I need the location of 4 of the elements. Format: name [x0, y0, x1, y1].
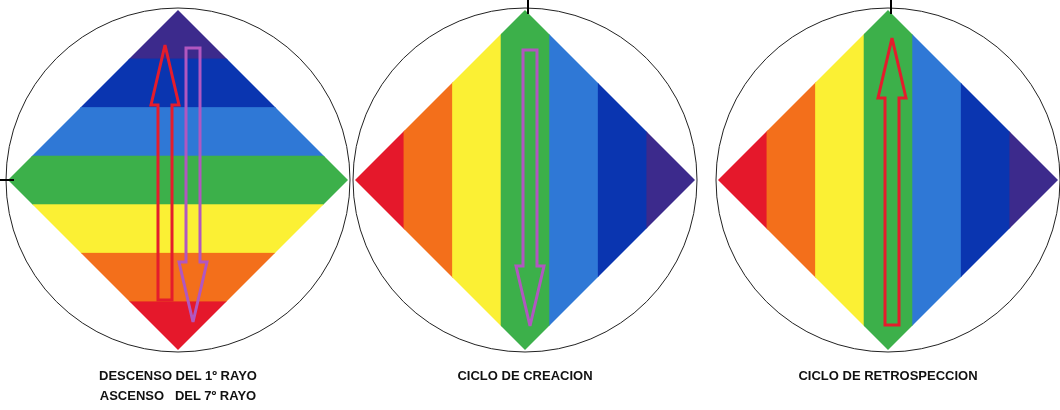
caption: ASCENSO DEL 7º RAYO [98, 388, 258, 403]
caption: CICLO DE RETROSPECCION [797, 368, 979, 383]
caption: CICLO DE CREACION [456, 368, 594, 383]
caption: DESCENSO DEL 1º RAYO [98, 368, 258, 383]
